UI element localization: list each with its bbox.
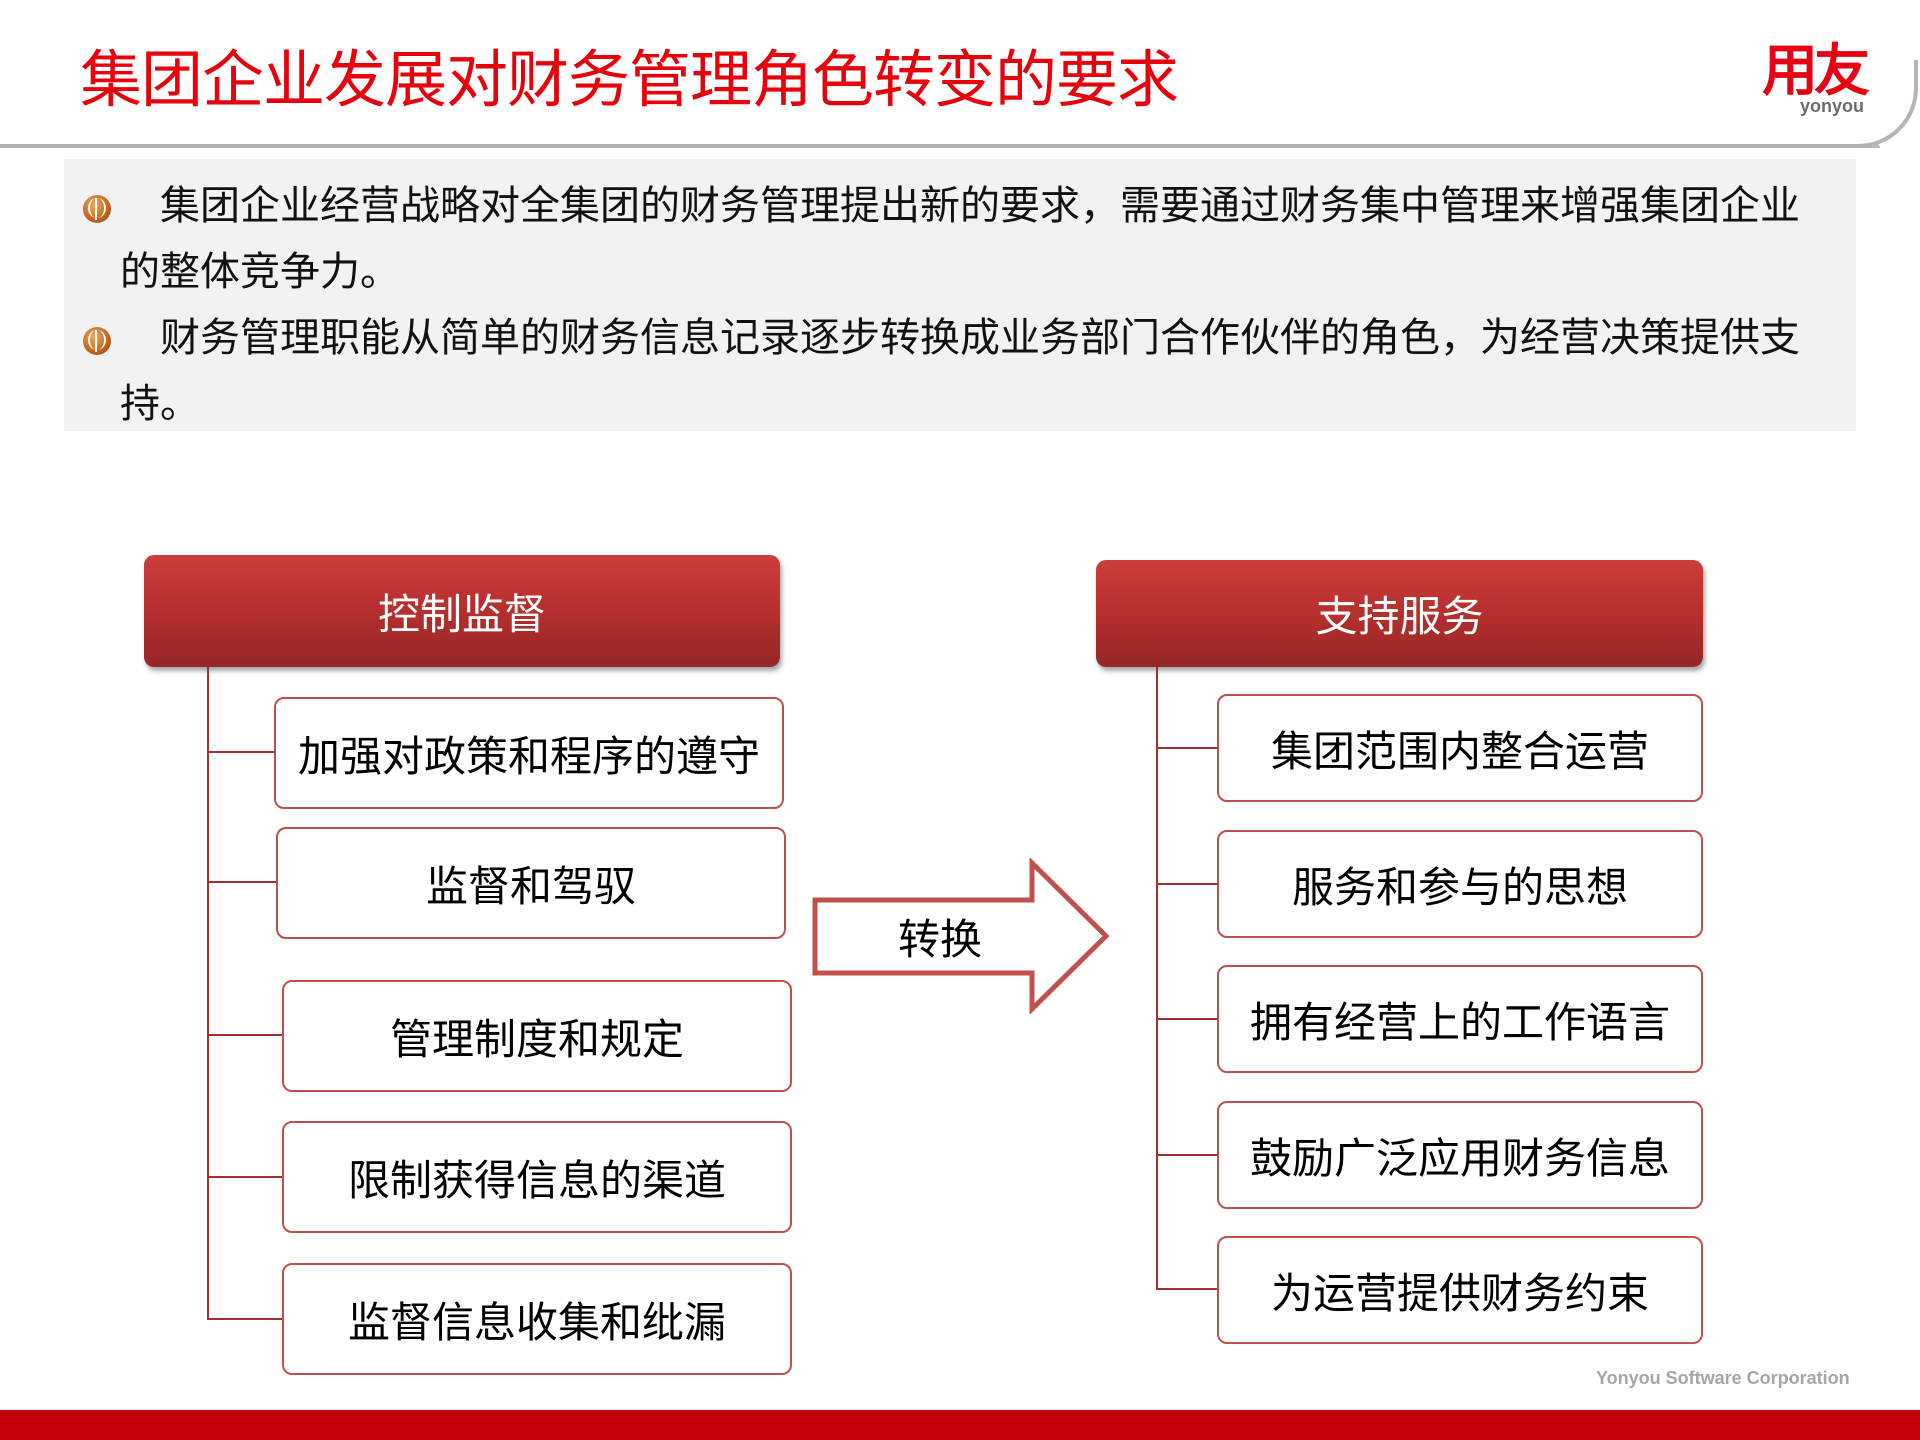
yonyou-logo-text: yonyou [1800,96,1865,116]
left-item-label: 监督和驾驭 [425,861,636,911]
right-header-label: 支持服务 [1315,592,1484,641]
basketball-bullet-icon [83,327,111,355]
footer-bar [0,1410,1920,1440]
intro-paragraph-1: 集团企业经营战略对全集团的财务管理提出新的要求，需要通过财务集中管理来增强集团企… [120,173,1800,305]
right-item-label: 集团范围内整合运营 [1270,726,1649,776]
right-item-label: 鼓励广泛应用财务信息 [1249,1133,1670,1183]
control-supervision-header: 控制监督 [144,555,780,667]
right-item-box: 为运营提供财务约束 [1217,1236,1703,1344]
left-item-box: 限制获得信息的渠道 [282,1121,792,1233]
left-item-label: 限制获得信息的渠道 [347,1155,726,1205]
right-item-box: 服务和参与的思想 [1217,830,1703,938]
left-item-box: 监督信息收集和纰漏 [282,1263,792,1375]
left-item-label: 加强对政策和程序的遵守 [297,731,760,781]
transform-arrow-icon [812,858,1110,1014]
left-item-box: 加强对政策和程序的遵守 [274,697,784,809]
right-item-label: 拥有经营上的工作语言 [1249,997,1670,1047]
left-connector [207,751,275,753]
right-connector [1156,747,1217,749]
header-divider [0,144,1880,148]
right-connector [1156,1018,1217,1020]
right-item-box: 集团范围内整合运营 [1217,694,1703,802]
intro-paragraph-2: 财务管理职能从简单的财务信息记录逐步转换成业务部门合作伙伴的角色，为经营决策提供… [120,305,1800,437]
right-tree-trunk [1156,667,1158,1290]
left-tree-trunk [207,667,209,1320]
right-connector [1156,883,1217,885]
left-item-box: 监督和驾驭 [276,827,786,939]
right-item-label: 为运营提供财务约束 [1270,1268,1649,1318]
right-item-box: 拥有经营上的工作语言 [1217,965,1703,1073]
left-header-label: 控制监督 [377,589,546,639]
left-connector [207,1176,282,1178]
left-item-label: 监督信息收集和纰漏 [347,1297,726,1347]
right-item-box: 鼓励广泛应用财务信息 [1217,1101,1703,1209]
left-connector [207,881,276,883]
left-connector [207,1034,282,1036]
support-service-header: 支持服务 [1096,560,1703,667]
basketball-bullet-icon [83,195,111,223]
right-connector [1156,1154,1217,1156]
intro-box: 集团企业经营战略对全集团的财务管理提出新的要求，需要通过财务集中管理来增强集团企… [64,159,1856,431]
left-item-box: 管理制度和规定 [282,980,792,1092]
footer-company: Yonyou Software Corporation [1596,1368,1850,1388]
intro-bullet-text: 集团企业经营战略对全集团的财务管理提出新的要求，需要通过财务集中管理来增强集团企… [120,183,1800,295]
left-connector [207,1318,282,1320]
arrow-label: 转换 [898,915,983,964]
slide-title: 集团企业发展对财务管理角色转变的要求 [80,43,1179,116]
yonyou-logo-icon: 用友 [1762,39,1870,104]
right-item-label: 服务和参与的思想 [1291,862,1628,912]
intro-bullet-text: 财务管理职能从简单的财务信息记录逐步转换成业务部门合作伙伴的角色，为经营决策提供… [120,315,1800,427]
left-item-label: 管理制度和规定 [389,1014,684,1064]
right-connector [1156,1288,1217,1290]
